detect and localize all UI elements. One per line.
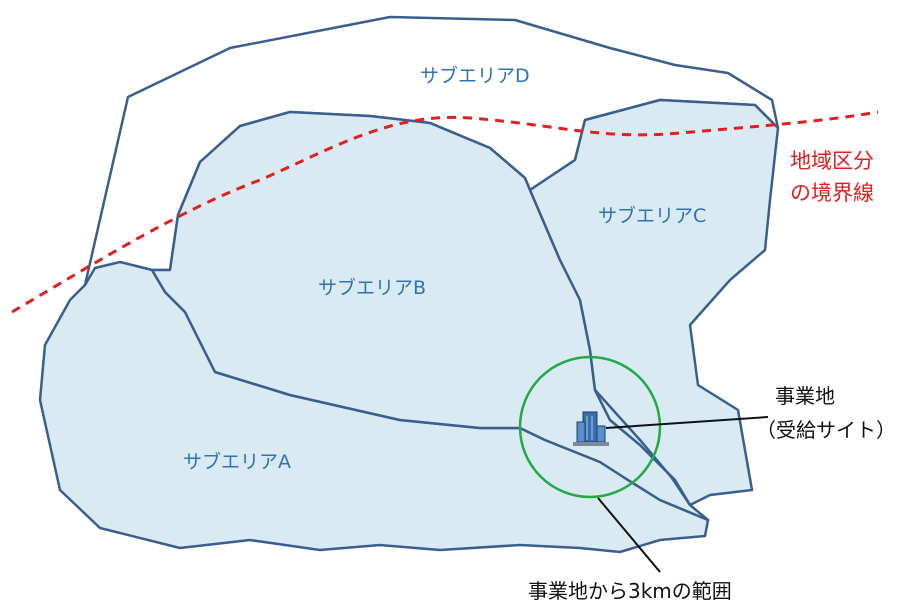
site-label-line2: （受給サイト） bbox=[756, 418, 896, 442]
boundary-label-line2: の境界線 bbox=[790, 181, 874, 205]
radius-3km-circle bbox=[518, 355, 662, 499]
subarea-divider-line bbox=[594, 389, 692, 506]
radius-leader-line bbox=[597, 497, 661, 573]
subarea-c-label: サブエリアC bbox=[598, 204, 706, 227]
site-label-line1: 事業地 bbox=[775, 384, 835, 408]
subarea-c-region bbox=[528, 98, 780, 507]
boundary-label-line1: 地域区分 bbox=[790, 149, 874, 173]
subarea-a-label: サブエリアA bbox=[183, 450, 291, 473]
site-leader-line bbox=[605, 416, 769, 429]
radius-caption: 事業地から3kmの範囲 bbox=[528, 579, 732, 603]
building-icon bbox=[573, 411, 609, 446]
subarea-d-label: サブエリアD bbox=[420, 64, 530, 87]
subarea-b-label: サブエリアB bbox=[318, 276, 426, 299]
regional-boundary-line bbox=[11, 110, 879, 314]
